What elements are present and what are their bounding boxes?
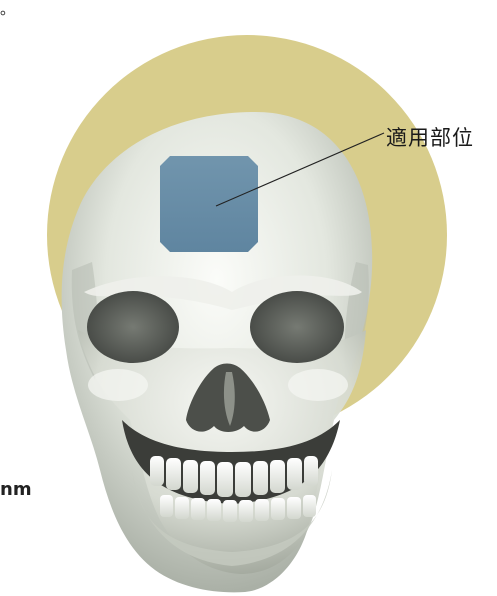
left-eye-socket [87, 291, 179, 363]
left-cheekbone [88, 369, 148, 401]
application-site-label: 適用部位 [386, 122, 474, 152]
application-patch [160, 156, 258, 252]
right-cheekbone [288, 369, 348, 401]
right-eye-socket [250, 291, 344, 363]
